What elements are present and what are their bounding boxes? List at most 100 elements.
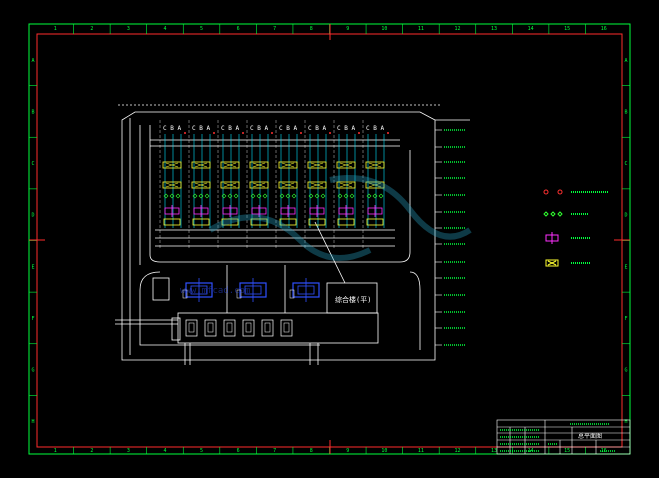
voltage-transformer-icon	[250, 218, 268, 226]
sheet-inner-frame	[36, 33, 623, 448]
feeder-bay: C B A	[246, 120, 273, 250]
diamond-pair-icon	[543, 211, 563, 217]
grid-col-label: 7	[273, 448, 276, 454]
grid-col-label: 12	[454, 26, 460, 32]
feeder-bay: C B A	[217, 120, 244, 250]
voltage-transformer-icon	[279, 218, 297, 226]
feeder-bay: C B A	[304, 120, 331, 250]
cabinet	[185, 319, 198, 337]
grid-col-label: 15	[564, 26, 570, 32]
feeder-bay: C B A	[333, 120, 360, 250]
bay-tag: C B A	[221, 125, 239, 132]
current-transformer-icon	[249, 161, 269, 169]
main-transformer	[236, 278, 267, 302]
voltage-transformer-icon	[163, 218, 181, 226]
transformer-icon	[545, 259, 559, 267]
drawing-title: 总平面图	[578, 432, 602, 440]
current-transformer-icon	[278, 161, 298, 169]
current-transformer-icon	[307, 181, 327, 189]
legend-item-grounding	[543, 211, 588, 217]
right-annotation-leaders	[435, 129, 466, 346]
grid-col-label: 13	[491, 448, 497, 454]
grid-col-label: 8	[310, 26, 313, 32]
legend-item-breaker	[545, 232, 591, 244]
main-transformers	[182, 278, 320, 302]
title-block-fills	[500, 423, 615, 452]
legend	[543, 189, 609, 267]
grid-col-label: 10	[381, 26, 387, 32]
grid-row-label: G	[31, 368, 34, 374]
current-transformer-icon	[336, 181, 356, 189]
grid-col-label: 16	[601, 26, 607, 32]
current-transformer-icon	[162, 161, 182, 169]
grid-col-label: 12	[454, 448, 460, 454]
grid-row-label: F	[31, 316, 34, 322]
grid-row-label: E	[624, 264, 627, 270]
current-transformer-icon	[278, 181, 298, 189]
grid-col-label: 9	[346, 26, 349, 32]
centering-marks	[29, 24, 630, 454]
voltage-transformer-icon	[337, 218, 355, 226]
grid-row-label: B	[31, 109, 34, 115]
watermark-logo	[208, 175, 472, 261]
grid-col-label: 10	[381, 448, 387, 454]
grid-col-label: 14	[528, 26, 534, 32]
current-transformer-icon	[191, 161, 211, 169]
grid-col-label: 5	[200, 26, 203, 32]
grid-row-label: B	[624, 109, 627, 115]
site-fence	[121, 111, 436, 361]
grid-col-label: 4	[163, 448, 166, 454]
grid-reference-labels: 1122334455667788991010111112121313141415…	[29, 24, 630, 454]
bay-tag: C B A	[366, 125, 384, 132]
cabinet	[261, 319, 274, 337]
feeder-bay: C B A	[275, 120, 302, 250]
grid-col-label: 8	[310, 448, 313, 454]
grid-col-label: 5	[200, 448, 203, 454]
grid-col-label: 2	[90, 26, 93, 32]
legend-item-transformer	[545, 259, 591, 267]
sheet-outer-border	[28, 23, 631, 455]
current-transformer-icon	[307, 161, 327, 169]
current-transformer-icon	[249, 181, 269, 189]
access-road	[149, 150, 411, 263]
bay-tag: C B A	[308, 125, 326, 132]
grid-col-label: 16	[601, 448, 607, 454]
substation-plan	[115, 104, 470, 365]
current-transformer-icon	[191, 181, 211, 189]
grid-col-label: 6	[237, 26, 240, 32]
grid-row-label: C	[31, 161, 34, 167]
current-transformer-icon	[336, 161, 356, 169]
grid-col-label: 11	[418, 26, 424, 32]
grid-col-label: 15	[564, 448, 570, 454]
current-transformer-icon	[365, 161, 385, 169]
grid-row-label: A	[624, 58, 627, 64]
current-transformer-icon	[365, 181, 385, 189]
legend-item-lamp	[543, 189, 609, 195]
grid-col-label: 6	[237, 448, 240, 454]
grid-row-label: F	[624, 316, 627, 322]
feeder-bay: C B A	[362, 120, 389, 250]
grid-col-label: 4	[163, 26, 166, 32]
grid-col-label: 7	[273, 26, 276, 32]
voltage-transformer-icon	[308, 218, 326, 226]
feeder-bay: C B A	[159, 120, 186, 250]
cabinet	[242, 319, 255, 337]
current-transformer-icon	[220, 181, 240, 189]
grid-col-label: 11	[418, 448, 424, 454]
bay-tag: C B A	[163, 125, 181, 132]
grid-row-label: G	[624, 368, 627, 374]
grid-row-label: H	[624, 419, 627, 425]
current-transformer-icon	[162, 181, 182, 189]
title-block	[496, 419, 631, 455]
current-transformer-icon	[220, 161, 240, 169]
main-transformer	[182, 278, 213, 302]
grid-row-label: E	[31, 264, 34, 270]
watermark: www.mfcad.com	[180, 286, 250, 296]
feeder-bay: C B A	[188, 120, 215, 250]
control-room-label: 综合楼(平)	[335, 295, 371, 304]
grid-row-label: C	[624, 161, 627, 167]
circle-pair-icon	[543, 189, 549, 195]
switchgear-cabinets	[185, 319, 293, 337]
grid-row-label: D	[624, 213, 627, 219]
